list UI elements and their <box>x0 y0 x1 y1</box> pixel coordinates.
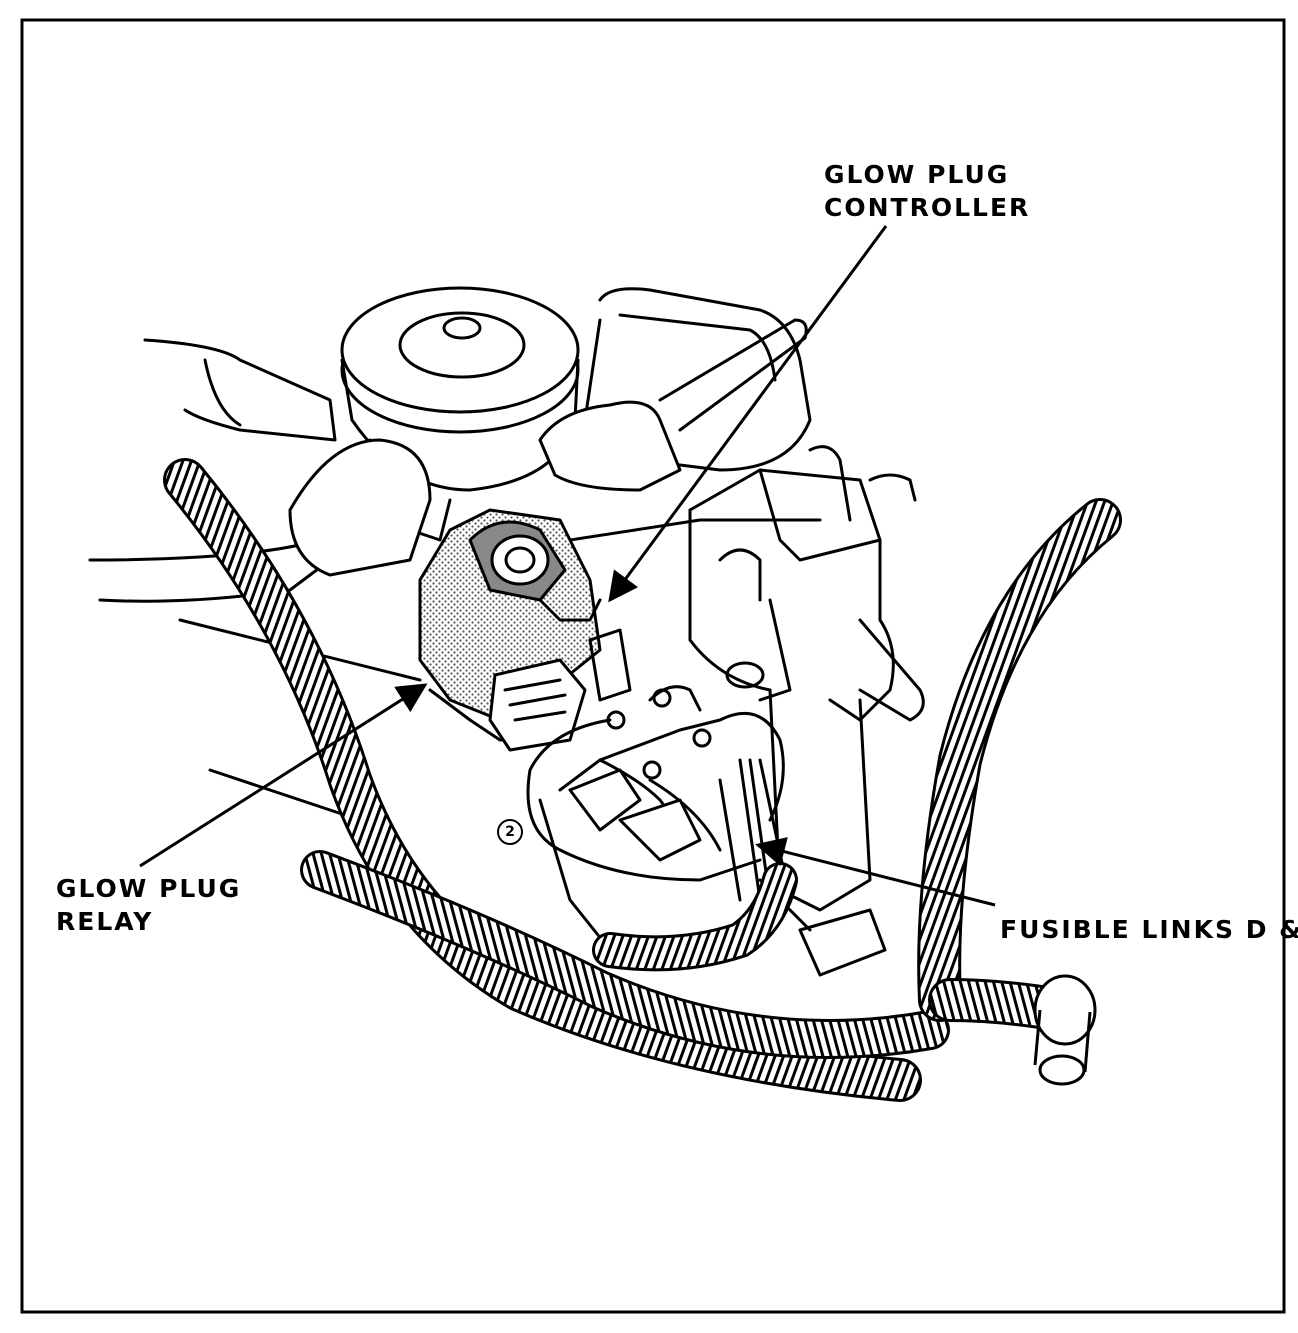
controller-label-line1: GLOW PLUG <box>824 160 1010 189</box>
relay-label-line2: RELAY <box>56 907 154 936</box>
figure-border <box>20 18 1286 1314</box>
relay-label-line1: GLOW PLUG <box>56 874 242 903</box>
fusible-links-label: FUSIBLE LINKS D & E <box>1000 915 1298 944</box>
relay-leader <box>139 683 428 868</box>
item-number-badge: 2 <box>497 819 523 845</box>
fusible-leader <box>755 837 996 907</box>
controller-leader <box>608 225 888 603</box>
glow-plug-controller-label: GLOW PLUG CONTROLLER <box>824 158 1030 224</box>
glow-plug-relay-label: GLOW PLUG RELAY <box>56 872 241 938</box>
controller-label-line2: CONTROLLER <box>824 193 1031 222</box>
